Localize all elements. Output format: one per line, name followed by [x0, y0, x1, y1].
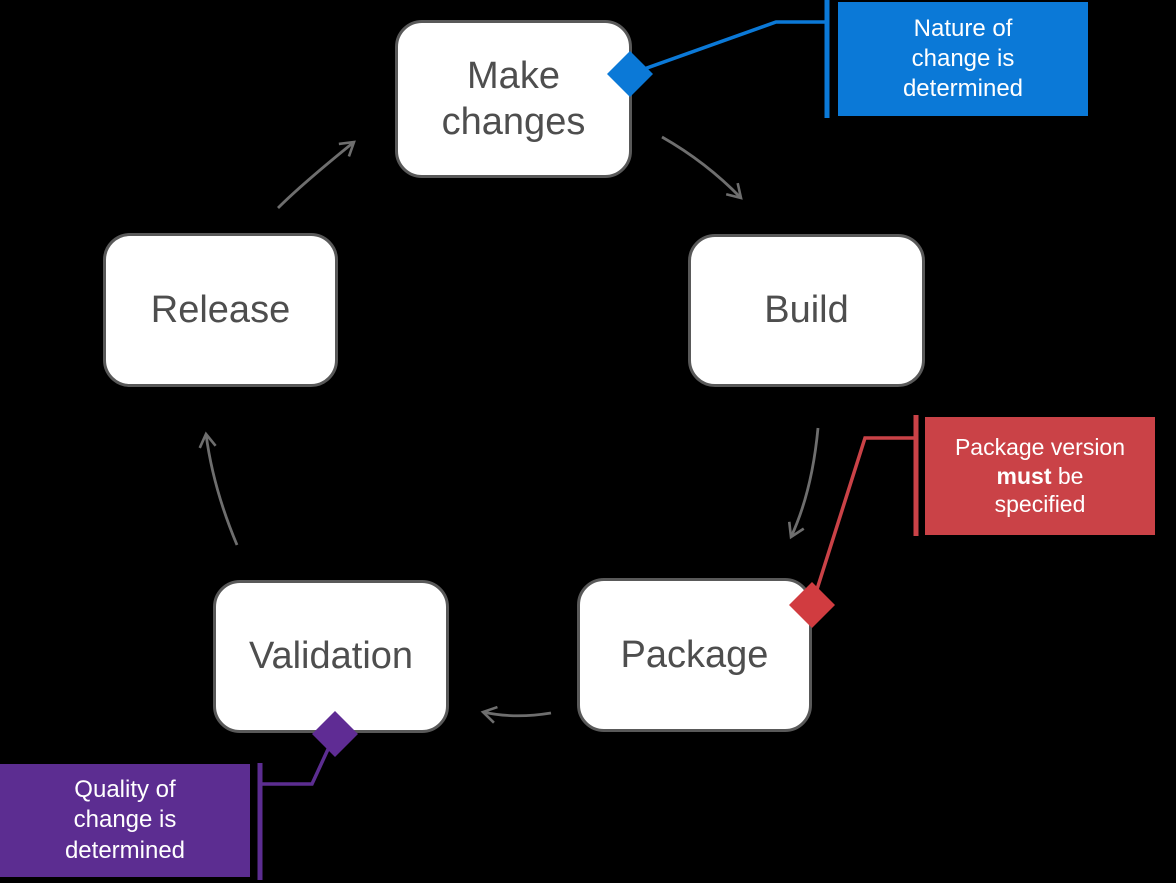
node-package-label: Package: [620, 633, 769, 676]
callout-purple-line-2: change is: [73, 806, 177, 834]
node-build: Build: [688, 234, 925, 387]
node-validation: Validation: [213, 580, 449, 733]
callout-purple-line-3: determined: [64, 836, 186, 864]
node-make-changes: Make changes: [395, 20, 632, 178]
node-build-label: Build: [764, 289, 849, 332]
node-validation-label: Validation: [248, 635, 414, 678]
callout-package-version: Package version must be specified: [925, 417, 1155, 535]
callout-red-line-2-rest: be: [1051, 462, 1084, 489]
purple-callout-connector-line: [262, 733, 337, 786]
red-callout-connector-line: [810, 436, 914, 606]
arrow-build-to-package: [787, 427, 820, 540]
callout-blue-line-3: determined: [902, 75, 1024, 103]
callout-red-bold-word: must: [996, 462, 1052, 489]
callout-nature-of-change: Nature of change is determined: [838, 2, 1088, 116]
arrow-validation-to-release: [198, 431, 239, 546]
node-make-changes-label: Make changes: [441, 54, 586, 143]
node-release-label: Release: [150, 288, 291, 331]
callout-red-line-1: Package version: [954, 433, 1126, 460]
callout-blue-line-2: change is: [911, 44, 1015, 72]
arrow-release-to-make-changes: [277, 140, 356, 209]
callout-purple-line-1: Quality of: [74, 776, 176, 804]
node-release: Release: [103, 233, 338, 387]
node-package: Package: [577, 578, 812, 732]
callout-red-line-2: must be: [997, 462, 1084, 491]
arrow-make-changes-to-build: [661, 135, 743, 200]
arrow-package-to-validation: [480, 705, 552, 724]
callout-blue-line-1: Nature of: [913, 14, 1013, 42]
callout-red-line-3: specified: [994, 491, 1086, 518]
blue-callout-connector-line: [629, 20, 827, 76]
callout-quality-of-change: Quality of change is determined: [0, 764, 250, 877]
